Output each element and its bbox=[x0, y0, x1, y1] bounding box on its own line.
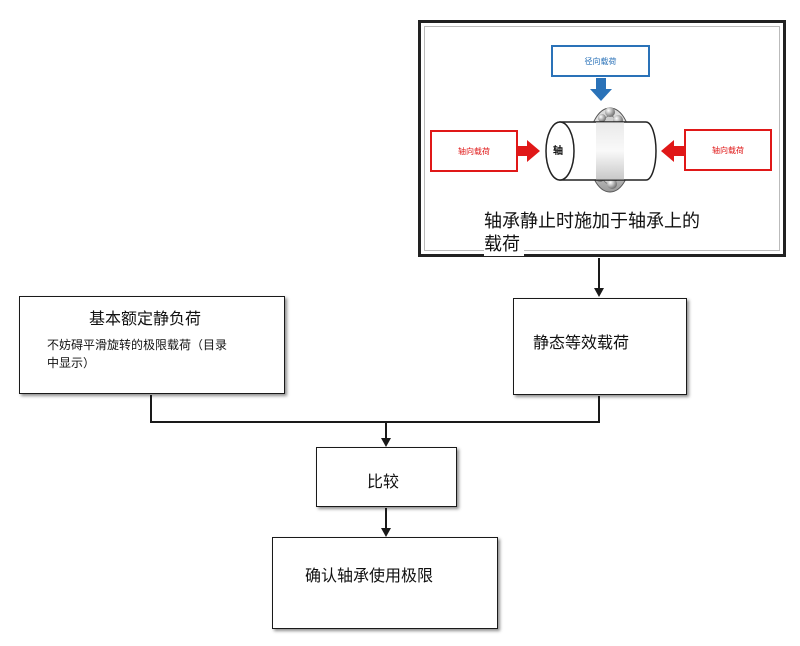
static-equivalent-load-box bbox=[513, 298, 687, 395]
radial-load-label: 径向载荷 bbox=[551, 45, 650, 77]
axial-load-left-arrow bbox=[516, 140, 540, 162]
connector-horizontal-join bbox=[150, 421, 600, 423]
connector-compare-to-confirm bbox=[385, 508, 387, 528]
arrowhead-to-equivalent bbox=[594, 288, 604, 297]
illustration-caption-line2: 载荷 bbox=[484, 230, 524, 256]
illustration-caption-line1: 轴承静止时施加于轴承上的 bbox=[484, 211, 700, 232]
axial-load-right-arrow bbox=[661, 140, 685, 162]
axial-load-left-label: 轴向载荷 bbox=[430, 130, 518, 172]
shaft-label: 轴 bbox=[553, 146, 563, 157]
basic-rated-static-load-box bbox=[19, 296, 285, 394]
connector-to-compare bbox=[385, 421, 387, 438]
basic-rated-static-load-title: 基本额定静负荷 bbox=[89, 309, 202, 328]
axial-load-right-label: 轴向载荷 bbox=[684, 129, 772, 171]
connector-illustration-to-equivalent bbox=[598, 258, 600, 288]
compare-title: 比较 bbox=[367, 472, 400, 491]
compare-box bbox=[316, 447, 457, 507]
confirm-bearing-limit-title: 确认轴承使用极限 bbox=[305, 566, 434, 585]
connector-equivalent-down bbox=[598, 396, 600, 422]
arrowhead-to-compare bbox=[381, 438, 391, 447]
static-equivalent-load-title: 静态等效载荷 bbox=[533, 333, 630, 352]
bearing-illustration-inner bbox=[424, 26, 780, 251]
connector-basic-down bbox=[150, 395, 152, 422]
arrowhead-to-confirm bbox=[381, 528, 391, 537]
confirm-bearing-limit-box bbox=[272, 537, 498, 629]
radial-load-arrow bbox=[590, 78, 612, 101]
bearing-shaft-drawing bbox=[545, 107, 657, 193]
basic-rated-static-load-desc-line2: 中显示） bbox=[47, 356, 96, 370]
basic-rated-static-load-desc-line1: 不妨碍平滑旋转的极限载荷（目录 bbox=[47, 338, 228, 352]
